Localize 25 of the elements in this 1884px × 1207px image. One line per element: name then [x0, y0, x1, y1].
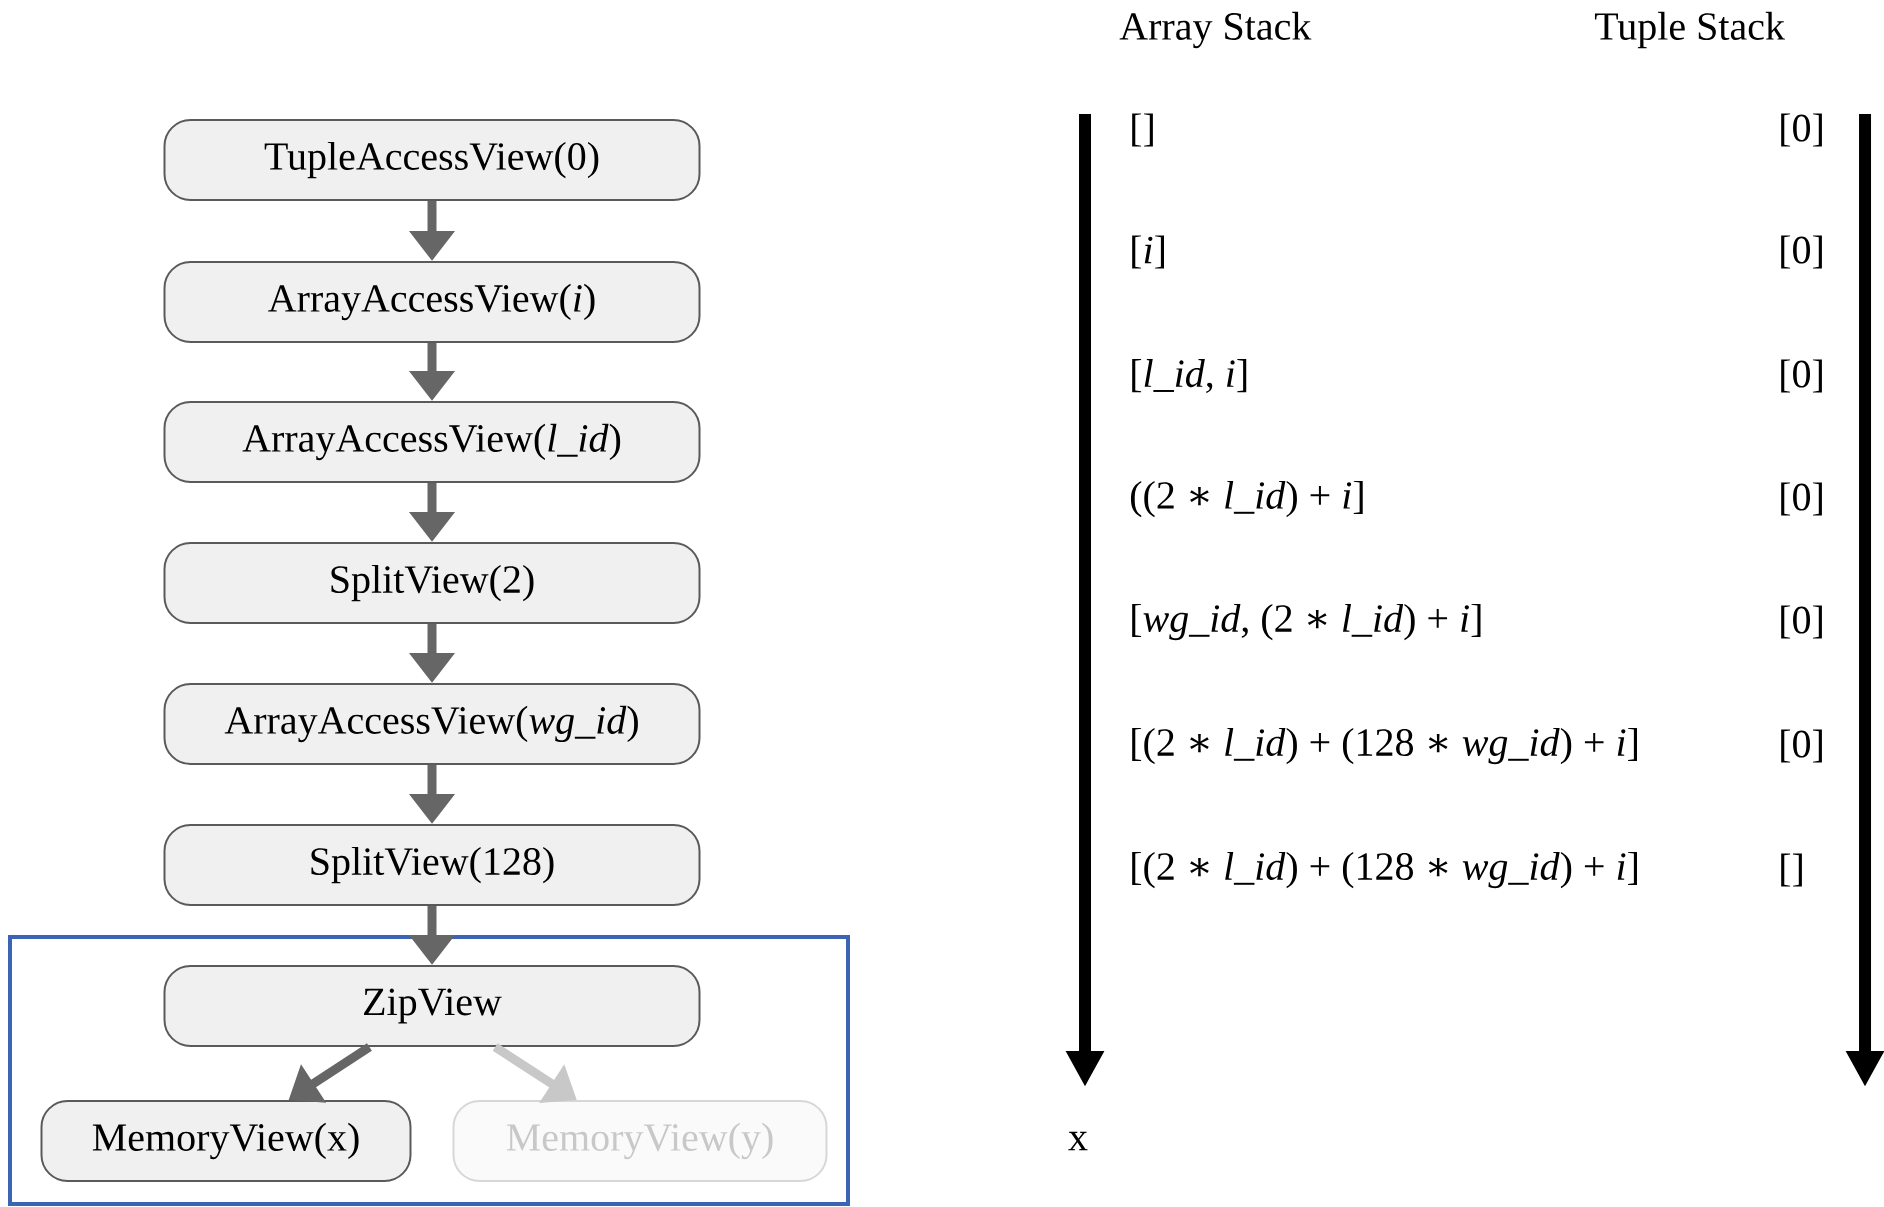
column-heading: Tuple Stack [1594, 11, 1785, 49]
stack-entry: [0] [1781, 482, 1822, 516]
stack-entry: [] [1781, 853, 1802, 887]
stack-entry: [0] [1781, 113, 1822, 147]
view-box: ArrayAccessView(i) [163, 261, 701, 343]
view-box: ArrayAccessView(wg_id) [163, 683, 701, 765]
stack-entry: [l_id, i] [1132, 359, 1247, 393]
view-box: TupleAccessView(0) [163, 119, 701, 201]
stack-entry: [(2 ∗ l_id) + (128 ∗ wg_id) + i] [1132, 727, 1637, 765]
stack-entry: [0] [1781, 235, 1822, 269]
stack-entry: ((2 ∗ l_id) + i] [1130, 480, 1363, 518]
stack-entry: [0] [1781, 359, 1822, 393]
stack-entry: [] [1132, 113, 1153, 147]
view-box: MemoryView(x) [40, 1100, 412, 1182]
stack-entry: [(2 ∗ l_id) + (128 ∗ wg_id) + i] [1132, 851, 1637, 889]
view-box: ArrayAccessView(l_id) [163, 401, 701, 483]
stack-entry: [i] [1132, 235, 1164, 269]
axis-label: x [1068, 1131, 1088, 1151]
stack-entry: [0] [1781, 729, 1822, 763]
stack-entry: [0] [1781, 605, 1822, 639]
view-box: SplitView(128) [163, 824, 701, 906]
stack-entry: [wg_id, (2 ∗ l_id) + i] [1132, 603, 1481, 641]
column-heading: Array Stack [1119, 11, 1312, 49]
view-box: ZipView [163, 965, 701, 1047]
view-box: SplitView(2) [163, 542, 701, 624]
